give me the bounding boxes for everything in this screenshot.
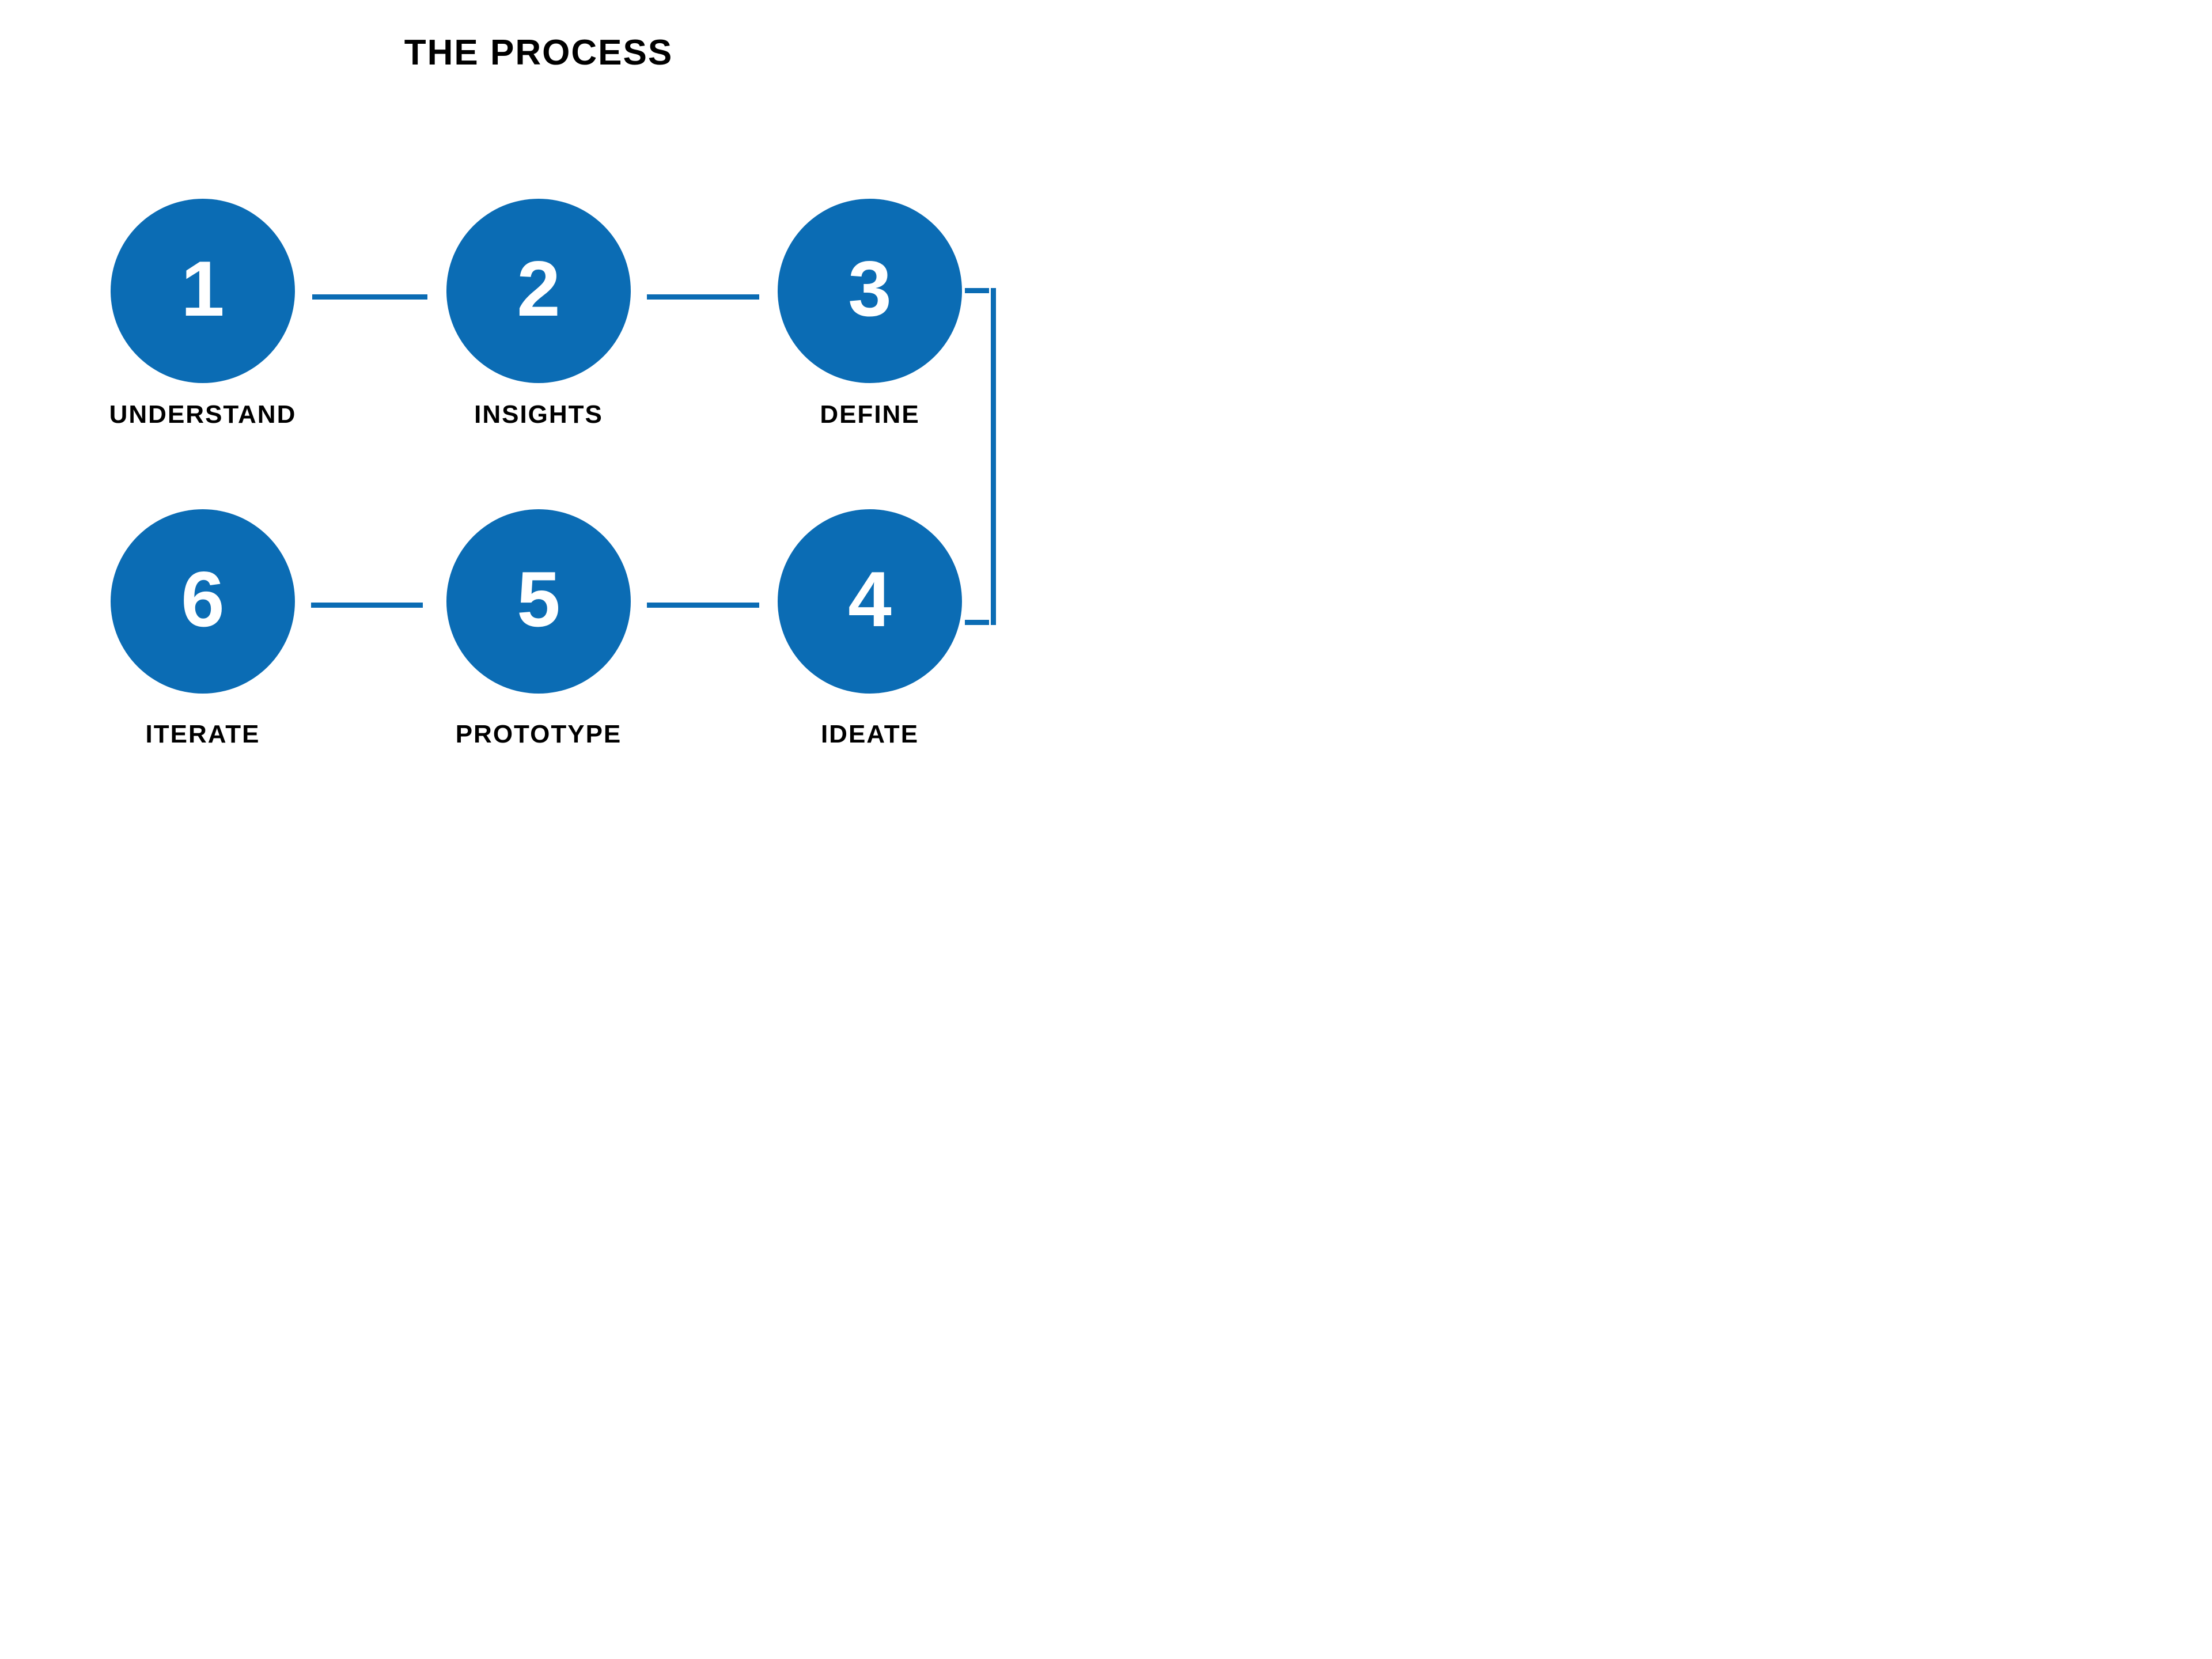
- bracket-top-stub: [965, 288, 989, 293]
- bracket-vertical-line: [991, 288, 996, 625]
- bracket-bottom-stub: [965, 620, 989, 625]
- step-2-label: INSIGHTS: [474, 400, 603, 429]
- step-iterate: 6 ITERATE: [111, 509, 295, 747]
- step-ideate: 4 IDEATE: [778, 509, 962, 747]
- step-prototype: 5 PROTOTYPE: [446, 509, 631, 747]
- connector-2-3: [647, 294, 759, 300]
- step-1-circle: 1: [111, 199, 295, 383]
- step-understand: 1 UNDERSTAND: [109, 199, 295, 427]
- step-4-circle: 4: [778, 509, 962, 694]
- process-diagram: THE PROCESS 1 UNDERSTAND 2 INSIGHTS 3 DE…: [0, 0, 1106, 830]
- step-6-circle: 6: [111, 509, 295, 694]
- connector-5-4: [647, 603, 759, 608]
- step-2-circle: 2: [446, 199, 631, 383]
- step-6-number: 6: [181, 555, 225, 643]
- step-insights: 2 INSIGHTS: [446, 199, 631, 427]
- step-5-label: PROTOTYPE: [455, 720, 622, 748]
- step-3-label: DEFINE: [820, 400, 920, 429]
- step-4-label: IDEATE: [820, 720, 919, 748]
- connector-6-5: [311, 603, 423, 608]
- connector-1-2: [312, 294, 427, 300]
- page-title: THE PROCESS: [404, 33, 673, 73]
- step-2-number: 2: [517, 245, 560, 332]
- step-3-number: 3: [848, 245, 892, 332]
- step-6-label: ITERATE: [145, 720, 260, 748]
- step-5-circle: 5: [446, 509, 631, 694]
- step-5-number: 5: [517, 555, 560, 643]
- step-3-circle: 3: [778, 199, 962, 383]
- step-4-number: 4: [848, 555, 892, 643]
- step-1-label: UNDERSTAND: [109, 400, 297, 429]
- step-1-number: 1: [181, 245, 225, 332]
- step-define: 3 DEFINE: [778, 199, 962, 427]
